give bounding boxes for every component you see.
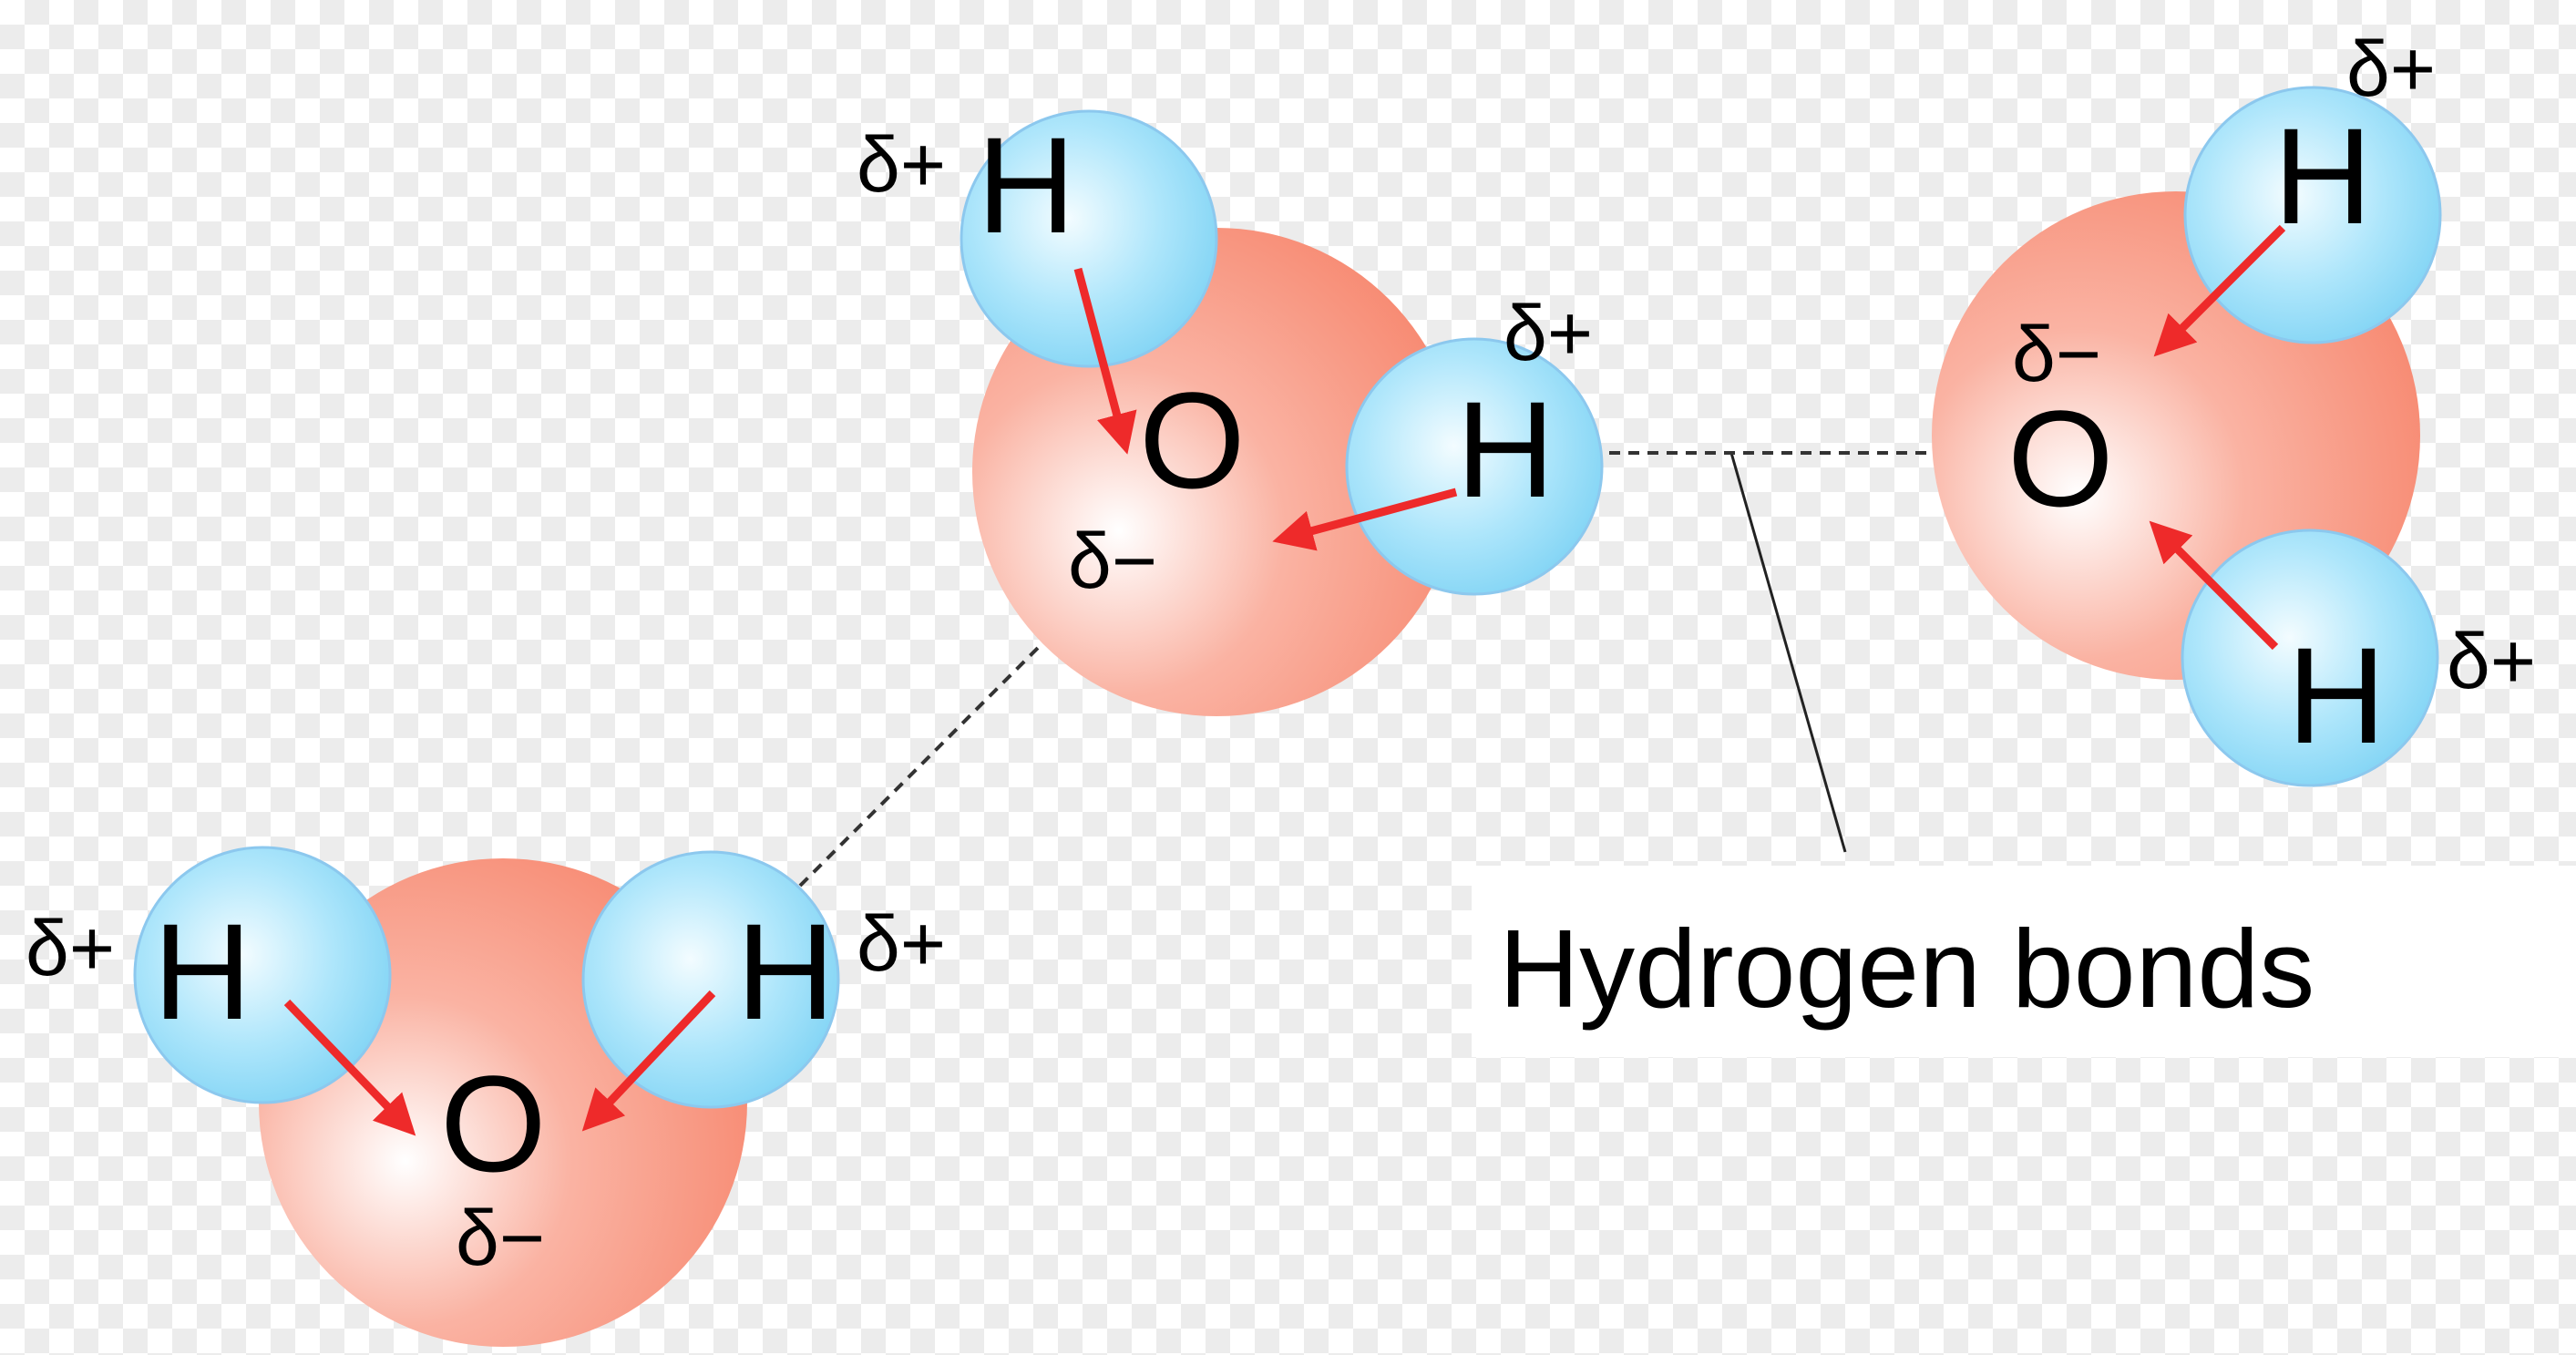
hydrogen-label: H [1456, 373, 1555, 526]
partial-negative-charge: δ− [2012, 311, 2101, 398]
caption-background [1472, 866, 2576, 1057]
partial-positive-charge: δ+ [857, 900, 946, 988]
hydrogen-label: H [2287, 619, 2386, 772]
hydrogen-bond-line-left [798, 636, 1050, 888]
electron-pull-arrow [581, 990, 716, 1132]
hydrogen-label: H [153, 895, 251, 1048]
electron-pull-arrow [1073, 267, 1137, 455]
partial-positive-charge: δ+ [1504, 290, 1593, 377]
hydrogen-bonds-caption: Hydrogen bonds [1499, 907, 2314, 1031]
hydrogen-label: H [736, 895, 835, 1048]
partial-negative-charge: δ− [456, 1195, 545, 1282]
hydrogen-atom-right [1345, 337, 1604, 596]
hydrogen-label: H [2273, 99, 2372, 252]
water-molecule-bottom-left: O δ− H δ+ H δ+ [26, 846, 946, 1347]
caption-pointer-line [1729, 452, 1847, 853]
oxygen-label: O [2007, 382, 2114, 535]
partial-negative-charge: δ− [1068, 518, 1157, 605]
hydrogen-atom-bottom [2181, 529, 2439, 787]
partial-positive-charge: δ+ [26, 905, 115, 992]
water-molecule-middle: O δ− H δ+ H δ+ [857, 108, 1604, 716]
electron-pull-arrow [2153, 224, 2286, 357]
hydrogen-atom-right [581, 850, 840, 1109]
partial-positive-charge: δ+ [2346, 26, 2436, 113]
partial-positive-charge: δ+ [2447, 618, 2536, 705]
hydrogen-atom-top [960, 109, 1218, 368]
hydrogen-label: H [977, 108, 1075, 262]
electron-pull-arrow [1272, 488, 1458, 551]
electron-pull-arrow [2149, 520, 2279, 651]
hydrogen-atom-top [2183, 86, 2442, 344]
oxygen-label: O [1139, 364, 1246, 517]
water-molecule-right: O δ− H δ+ H δ+ [1932, 26, 2536, 787]
electron-pull-arrow [283, 999, 416, 1136]
partial-positive-charge: δ+ [857, 121, 946, 209]
oxygen-label: O [440, 1047, 547, 1200]
